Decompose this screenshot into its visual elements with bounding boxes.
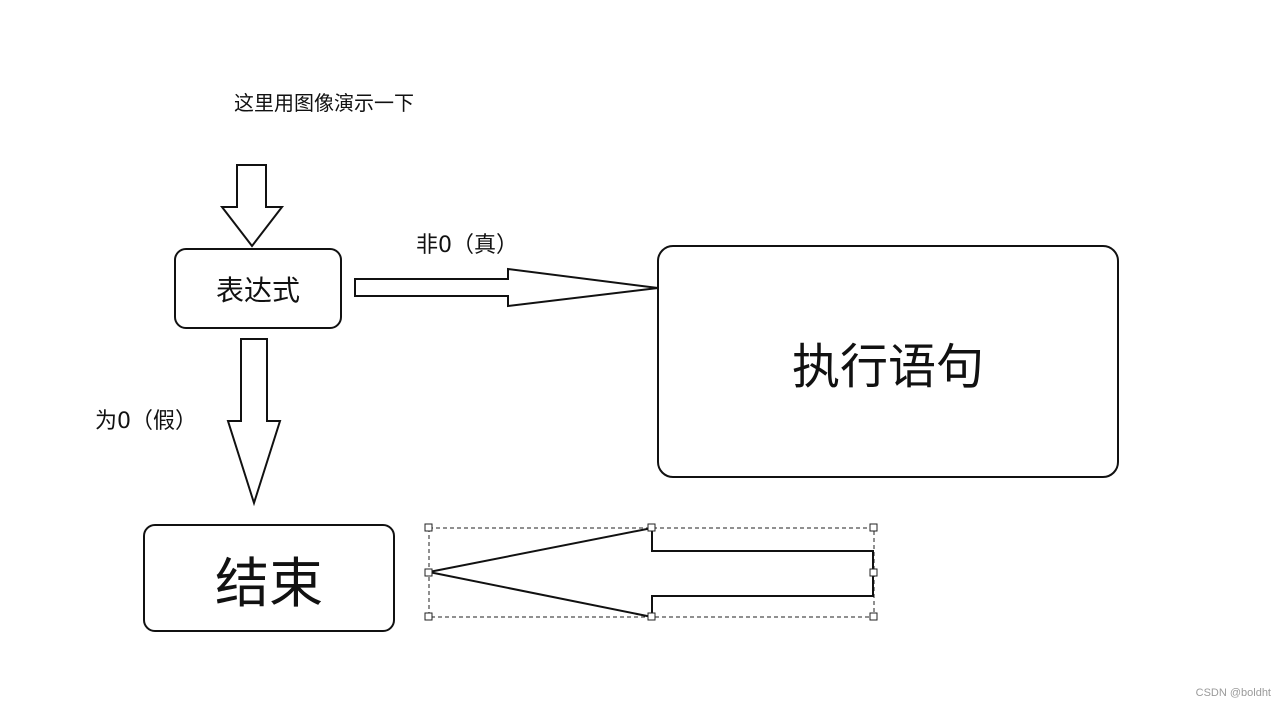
resize-handle-bottom-left[interactable] [424,612,433,621]
resize-handle-middle-right[interactable] [869,568,878,577]
resize-handle-top-center[interactable] [647,523,656,532]
resize-handle-top-left[interactable] [424,523,433,532]
false-branch-label: 为0（假） [95,409,197,434]
statement-node: 执行语句 [657,245,1119,478]
entry-down-arrow [219,164,285,248]
resize-handle-bottom-center[interactable] [647,612,656,621]
end-node: 结束 [143,524,395,632]
true-branch-right-arrow [354,267,659,308]
resize-handle-top-right[interactable] [869,523,878,532]
watermark: CSDN @boldht [1195,687,1271,699]
true-branch-label: 非0（真） [416,233,518,258]
diagram-caption: 这里用图像演示一下 [234,91,414,115]
statement-node-label: 执行语句 [791,338,984,395]
selection-handles[interactable] [424,523,878,621]
false-branch-down-arrow [226,338,282,507]
return-left-arrow[interactable] [428,526,874,619]
expression-node: 表达式 [174,248,342,329]
resize-handle-middle-left[interactable] [424,568,433,577]
end-node-label: 结束 [215,551,323,615]
expression-node-label: 表达式 [215,273,300,307]
resize-handle-bottom-right[interactable] [869,612,878,621]
